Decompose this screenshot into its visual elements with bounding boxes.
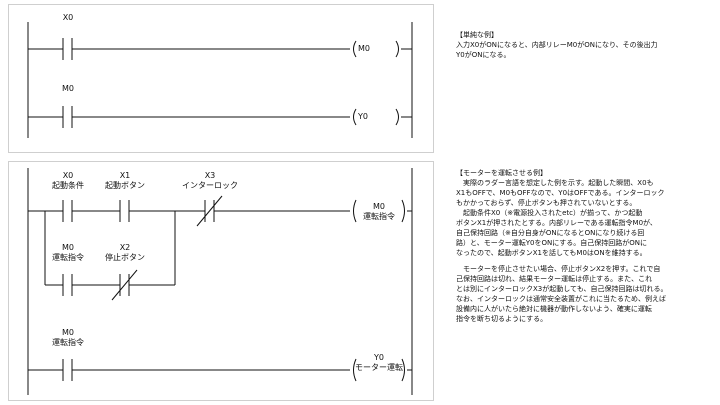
label-coil-y0-motor: Y0 モーター運転 bbox=[352, 353, 406, 373]
label-m0-contact-desc: 運転指令 bbox=[52, 253, 84, 262]
note-simple-line: 入力X0がONになると、内部リレーM0がONになり、その後出力 bbox=[456, 41, 658, 49]
ladder-panel-simple bbox=[8, 4, 434, 153]
contact-x1-start-button bbox=[119, 200, 130, 222]
contact-x0-start-condition bbox=[62, 200, 73, 222]
contact-m0-self-hold bbox=[62, 274, 73, 296]
label-x1-desc: 起動ボタン bbox=[105, 181, 145, 190]
label-y0-coil-code: Y0 bbox=[374, 353, 384, 362]
note-motor-line: とは別にインターロックX3が起動しても、自己保持回路は切れる。 bbox=[456, 285, 668, 293]
label-x2-stop-button: X2 停止ボタン bbox=[96, 243, 154, 263]
label-x0-start-condition: X0 起動条件 bbox=[40, 171, 96, 191]
label-m0-self-hold: M0 運転指令 bbox=[40, 243, 96, 263]
label-m0-coil-desc: 運転指令 bbox=[363, 212, 395, 221]
ladder-panel-motor bbox=[8, 161, 434, 401]
note-motor-line: 設備内に人がいたら絶対に機器が動作しないよう、確実に運転 bbox=[456, 305, 652, 313]
note-simple-title: 【単純な例】 bbox=[456, 31, 498, 39]
contact-m0-output bbox=[62, 359, 73, 381]
label-m0-contact-code: M0 bbox=[62, 243, 74, 252]
label-x1-start-button: X1 起動ボタン bbox=[96, 171, 154, 191]
label-coil-y0: Y0 bbox=[358, 112, 368, 121]
note-motor-line: 己保持回路は切れ、結果モーター運転は停止する。また、これ bbox=[456, 275, 653, 283]
coil-y0-motor bbox=[353, 358, 405, 382]
note-simple-line: Y0がONになる。 bbox=[456, 51, 511, 59]
note-motor-line: 路）と、モーター運転Y0をONにする。自己保持回路がONに bbox=[456, 239, 648, 247]
note-motor-line: もかかっておらず、停止ボタンも押されていないとする。 bbox=[456, 199, 637, 207]
note-motor-example: 【モーターを運転させる例】 実際のラダー言語を想定した例を示す。起動した瞬間、X… bbox=[456, 168, 714, 324]
note-motor-line: X1もOFFで、M0もOFFなので、Y0はOFFである。インターロック bbox=[456, 189, 665, 197]
note-motor-title: 【モーターを運転させる例】 bbox=[456, 169, 547, 177]
note-motor-line: 起動条件X0（※電源投入されたetc）が揃って、かつ起動 bbox=[456, 209, 643, 217]
note-motor-line: モーターを停止させたい場合、停止ボタンX2を押す。これで自 bbox=[456, 265, 661, 273]
note-motor-line: 指令を断ち切るようにする。 bbox=[456, 315, 548, 323]
label-m0-output: M0 運転指令 bbox=[40, 328, 96, 348]
note-motor-line: 実際のラダー言語を想定した例を示す。起動した瞬間、X0も bbox=[456, 179, 654, 187]
coil-m0-run bbox=[353, 199, 405, 223]
label-x0-code: X0 bbox=[62, 171, 74, 180]
label-y0-coil-desc: モーター運転 bbox=[355, 363, 403, 372]
note-motor-line: なお、インターロックは通常安全装置がこれに当たるため、例えば bbox=[456, 295, 666, 303]
label-m0-contact2-desc: 運転指令 bbox=[52, 338, 84, 347]
note-motor-line: 自己保持回路（※自分自身がONになるとONになり続ける回 bbox=[456, 229, 645, 237]
contact-x0-no bbox=[62, 38, 73, 60]
label-x0: X0 bbox=[62, 13, 74, 22]
label-m0: M0 bbox=[62, 84, 74, 93]
contact-m0-no bbox=[62, 106, 73, 128]
label-coil-m0-run: M0 運転指令 bbox=[356, 202, 402, 222]
label-x2-desc: 停止ボタン bbox=[105, 253, 145, 262]
label-m0-contact2-code: M0 bbox=[62, 328, 74, 337]
label-x3-code: X3 bbox=[204, 171, 216, 180]
label-coil-m0: M0 bbox=[358, 44, 370, 53]
coil-y0 bbox=[353, 108, 399, 126]
label-x1-code: X1 bbox=[119, 171, 131, 180]
note-motor-line: なったので、起動ボタンX1を話してもM0はONを維持する。 bbox=[456, 249, 647, 257]
label-x3-interlock: X3 インターロック bbox=[178, 171, 242, 191]
label-x2-code: X2 bbox=[119, 243, 131, 252]
label-x0-desc: 起動条件 bbox=[52, 181, 84, 190]
note-simple-example: 【単純な例】 入力X0がONになると、内部リレーM0がONになり、その後出力 Y… bbox=[456, 30, 714, 60]
label-m0-coil-code: M0 bbox=[373, 202, 385, 211]
coil-m0 bbox=[353, 40, 399, 58]
note-motor-line: ボタンX1が押されたとする。内部リレーである運転指令M0が、 bbox=[456, 219, 657, 227]
label-x3-desc: インターロック bbox=[182, 181, 238, 190]
